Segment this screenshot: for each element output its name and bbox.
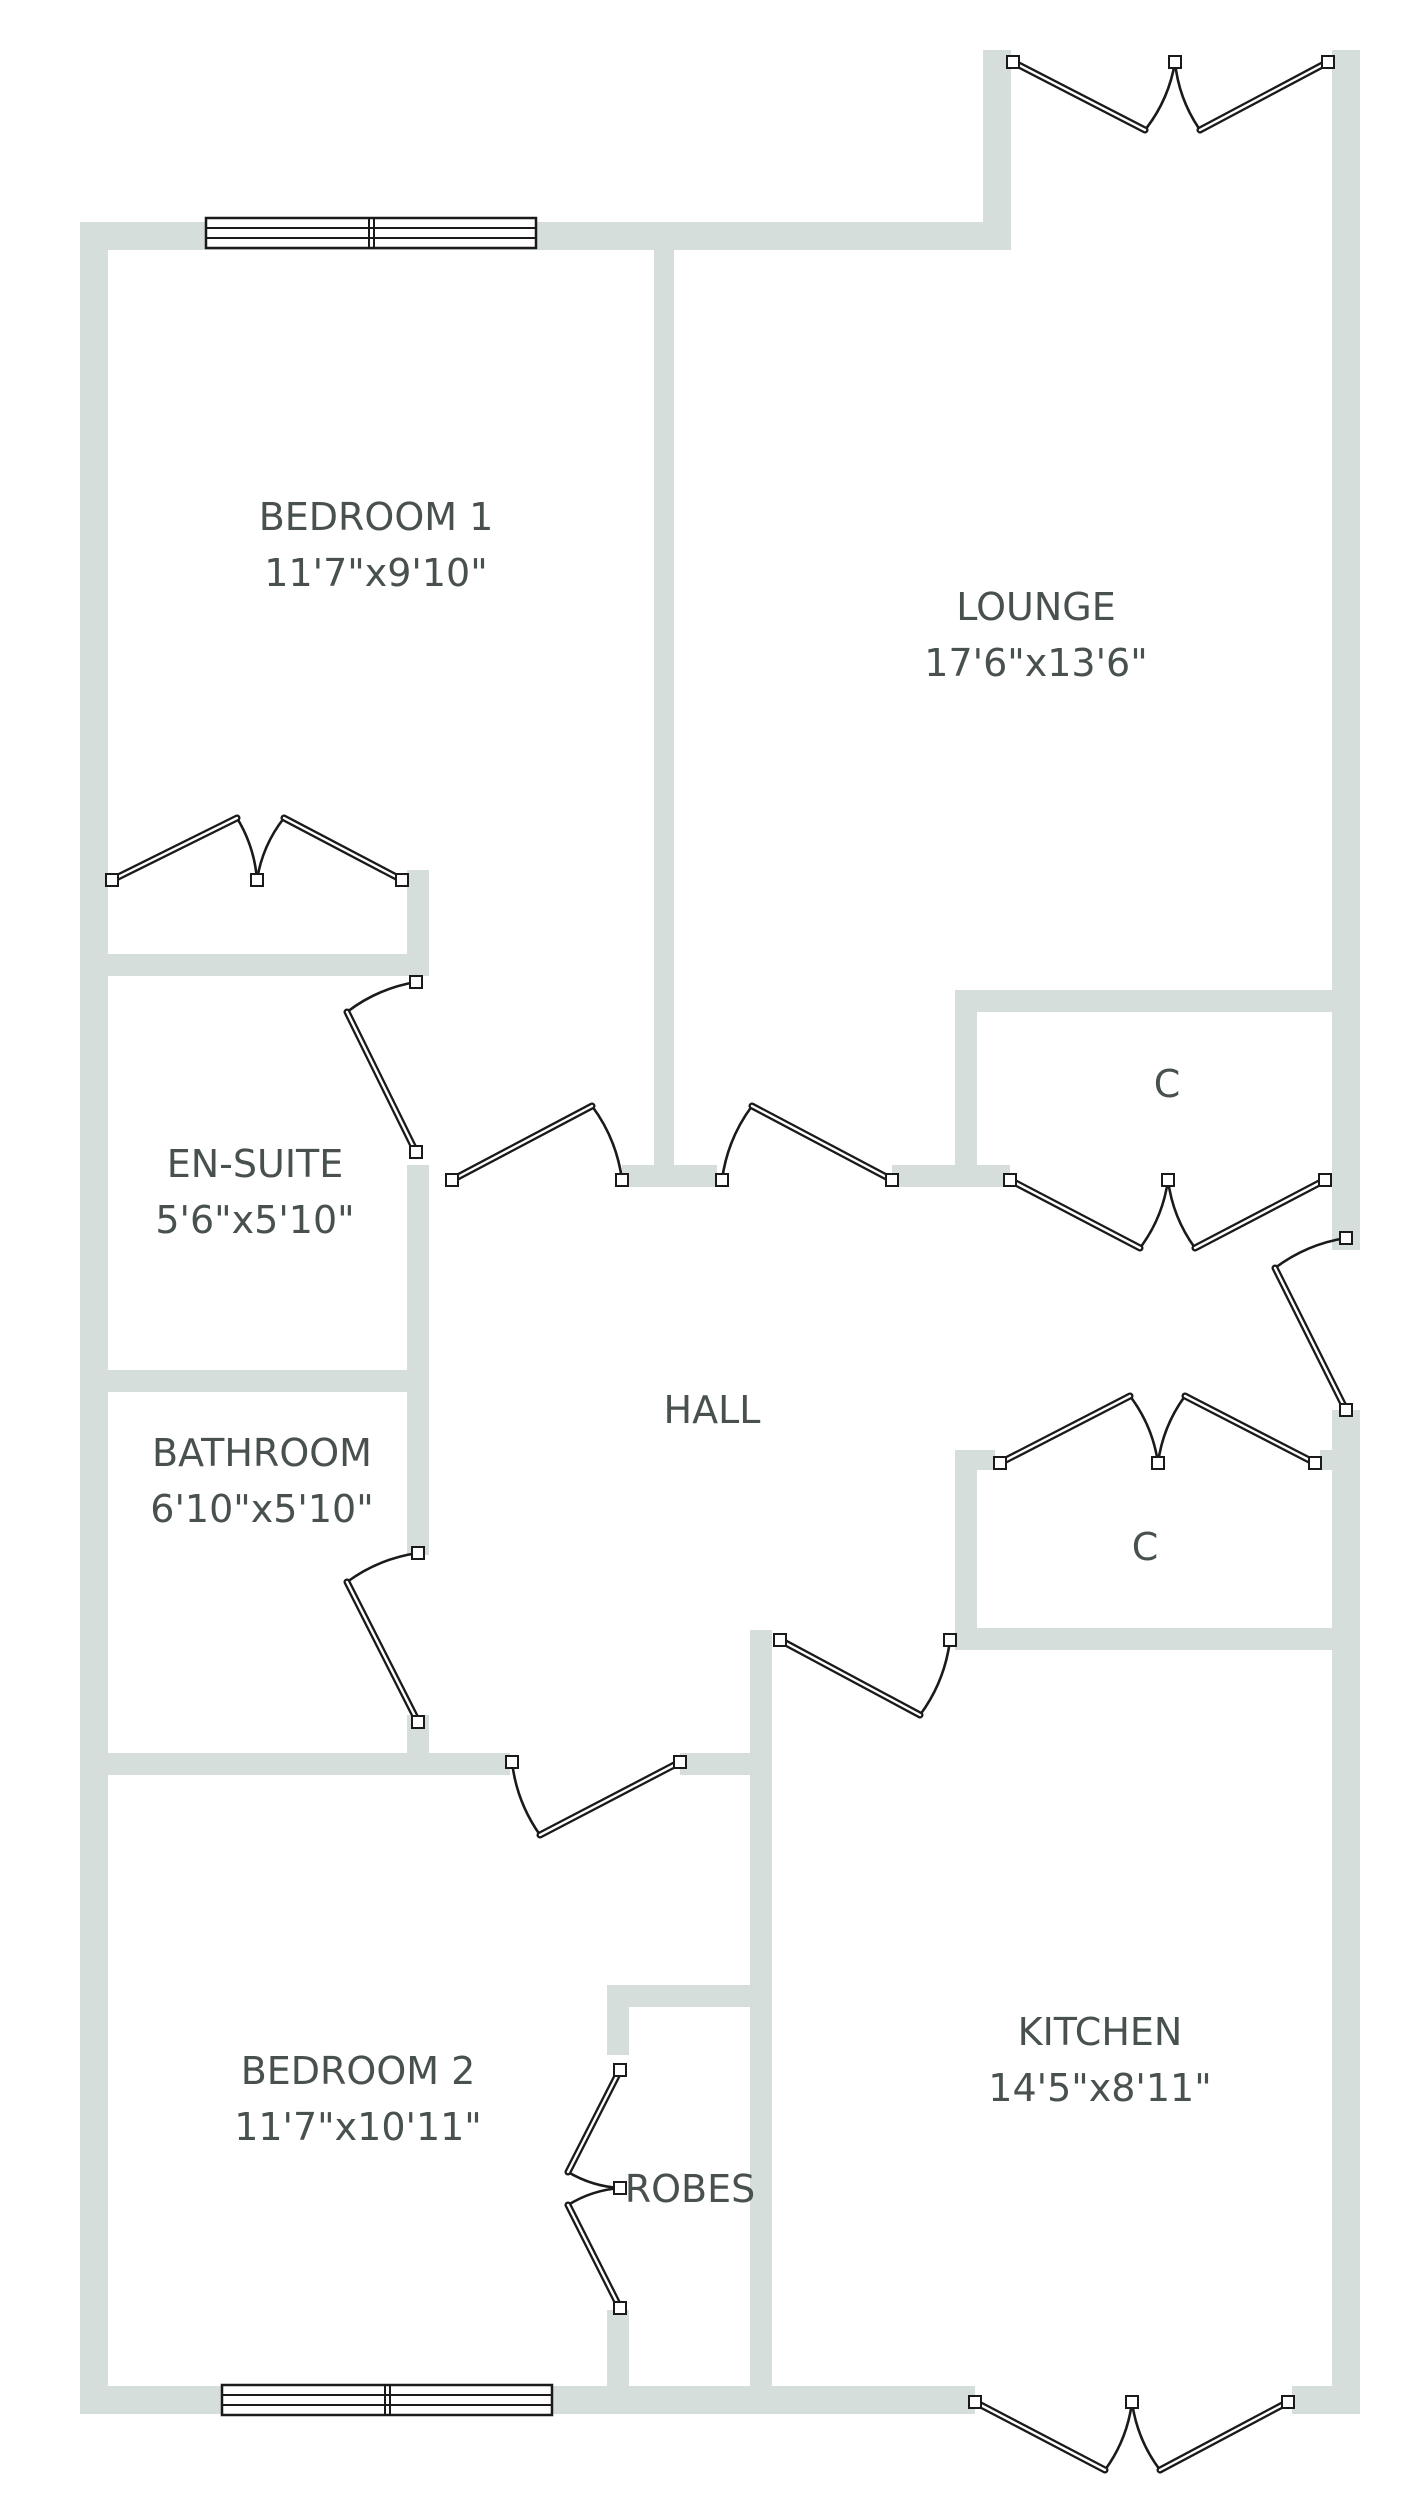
door-entry-leaf-1 <box>1271 1231 1353 1417</box>
wall-hall-top <box>622 1165 717 1187</box>
door-cupboard2-leaf-1 <box>993 1392 1165 1470</box>
kitchen-name: KITCHEN <box>1018 2010 1183 2054</box>
door-cupboard2 <box>993 1392 1322 1470</box>
wall-lounge-bay-left <box>983 50 1011 250</box>
robes-label: ROBES <box>625 2167 756 2211</box>
door-kitchen-leaf-1 <box>773 1633 957 1719</box>
door-kitchen-french-leaf-1 <box>968 2395 1139 2474</box>
wall-robes-top <box>607 1985 772 2007</box>
door-robes-leaf-2 <box>564 2181 627 2315</box>
doors <box>105 55 1353 2474</box>
bedroom2-size: 11'7"x10'11" <box>234 2105 482 2149</box>
door-bedroom2 <box>505 1755 687 1839</box>
wall-cupboard1-left <box>955 990 977 1187</box>
lounge-size: 17'6"x13'6" <box>924 641 1147 685</box>
bedroom1-size: 11'7"x9'10" <box>264 551 487 595</box>
window-bedroom1 <box>204 216 538 250</box>
bedroom2-name: BEDROOM 2 <box>241 2049 476 2093</box>
door-kitchen-french <box>968 2395 1295 2474</box>
wall-bedroom1-ensuite <box>80 954 429 976</box>
door-bathroom-leaf-1 <box>343 1546 425 1729</box>
ensuite-name: EN-SUITE <box>167 1142 344 1186</box>
door-cupboard1-leaf-2 <box>1161 1173 1332 1252</box>
lounge-name: LOUNGE <box>956 585 1115 629</box>
door-cupboard1 <box>1003 1173 1332 1252</box>
door-bathroom <box>343 1546 425 1729</box>
wall-bedroom1-robe-stub <box>407 870 429 970</box>
door-bedroom1-wardrobe-leaf-2 <box>250 814 409 887</box>
wall-cupboard2-kitchen <box>955 1628 1360 1650</box>
door-ensuite <box>343 975 423 1159</box>
cupboard1-label: C <box>1154 1062 1181 1106</box>
wall-hall-bedroom2 <box>680 1753 760 1775</box>
wall-ensuite-hall <box>407 1165 429 1555</box>
ensuite-size: 5'6"x5'10" <box>155 1198 354 1242</box>
wall-exterior-left <box>80 222 108 2414</box>
door-kitchen-french-leaf-2 <box>1125 2395 1295 2474</box>
wall-cupboard1-top <box>955 990 1360 1012</box>
door-cupboard1-leaf-1 <box>1003 1173 1175 1252</box>
door-robes <box>564 2063 627 2315</box>
door-ensuite-leaf-1 <box>343 975 423 1159</box>
hall-label: HALL <box>664 1388 761 1432</box>
door-lounge-french-leaf-2 <box>1168 55 1335 134</box>
door-bedroom1-leaf-1 <box>445 1102 629 1187</box>
cupboard2-label: C <box>1132 1525 1159 1569</box>
wall-bedroom1-lounge <box>654 222 674 1185</box>
bathroom-name: BATHROOM <box>152 1431 372 1475</box>
wall-exterior-bottom-right <box>1292 2386 1360 2414</box>
walls <box>80 50 1360 2414</box>
wall-lounge-bay-top-stub <box>983 50 1008 75</box>
wall-bathroom-bedroom2 <box>80 1753 510 1775</box>
door-lounge <box>715 1102 899 1187</box>
wall-cupboard2-top <box>955 1450 995 1470</box>
wall-ensuite-bathroom <box>80 1370 429 1392</box>
wall-cupboard2-top-right <box>1320 1450 1360 1470</box>
door-bedroom1 <box>445 1102 629 1187</box>
window-bedroom1-frame <box>204 216 538 250</box>
window-bedroom2-frame <box>220 2383 554 2417</box>
door-bedroom2-leaf-1 <box>505 1755 687 1839</box>
door-entry <box>1271 1231 1353 1417</box>
door-kitchen <box>773 1633 957 1719</box>
wall-exterior-right-upper <box>1332 50 1360 1250</box>
wall-robes-left-upper <box>607 1985 629 2055</box>
room-labels: BEDROOM 1 11'7"x9'10" LOUNGE 17'6"x13'6"… <box>150 495 1211 2211</box>
bathroom-size: 6'10"x5'10" <box>150 1487 373 1531</box>
door-lounge-french <box>1006 55 1335 134</box>
door-robes-leaf-1 <box>564 2063 627 2195</box>
wall-hall-top-right <box>892 1165 1010 1187</box>
door-lounge-leaf-1 <box>715 1102 899 1187</box>
door-bedroom1-wardrobe-leaf-1 <box>105 814 264 887</box>
kitchen-size: 14'5"x8'11" <box>988 2066 1211 2110</box>
door-lounge-french-leaf-1 <box>1006 55 1182 134</box>
door-cupboard2-leaf-2 <box>1151 1392 1322 1470</box>
bedroom1-name: BEDROOM 1 <box>259 495 494 539</box>
wall-hall-kitchen <box>750 1630 772 2414</box>
window-bedroom2 <box>220 2383 554 2417</box>
wall-exterior-right-lower <box>1332 1410 1360 2414</box>
wall-robes-left-lower <box>607 2310 629 2400</box>
door-bedroom1-wardrobe <box>105 814 409 887</box>
wall-cupboard2-left <box>955 1450 977 1650</box>
